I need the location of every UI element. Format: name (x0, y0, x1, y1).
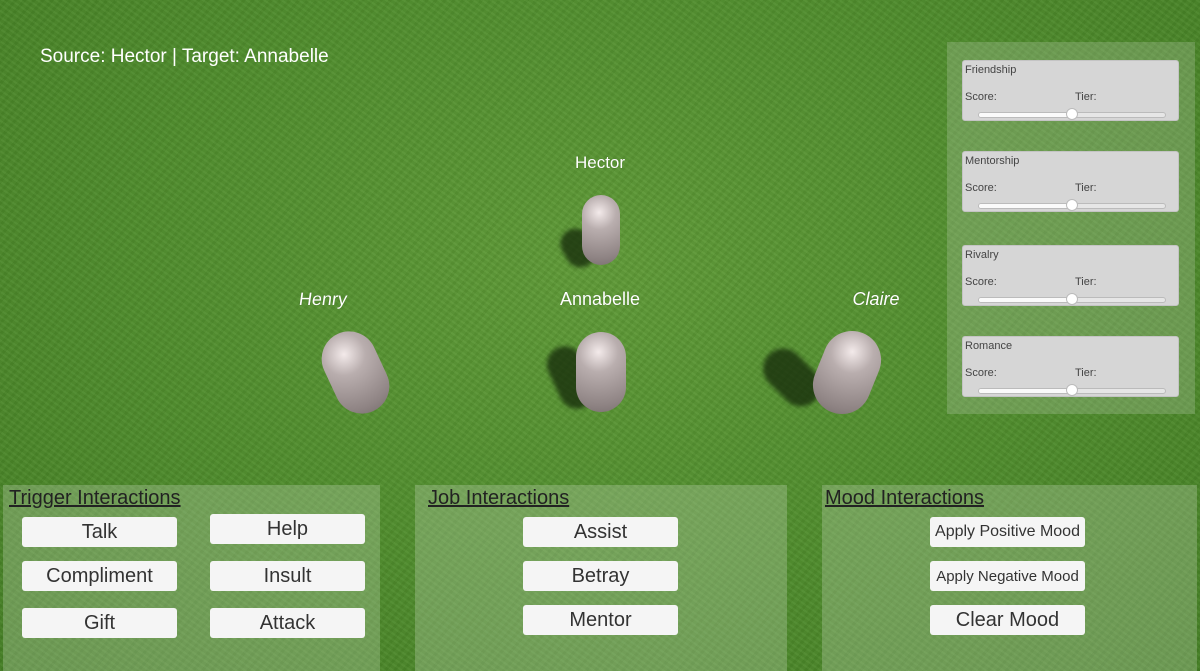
compliment-button[interactable]: Compliment (22, 561, 177, 591)
rivalry-slider[interactable] (978, 293, 1166, 305)
tier-label: Tier: (1075, 91, 1097, 103)
attack-button[interactable]: Attack (210, 608, 365, 638)
tier-label: Tier: (1075, 367, 1097, 379)
panel-title: Mood Interactions (825, 487, 984, 509)
relationship-card-romance: Romance Score: Tier: (962, 336, 1179, 397)
apply-negative-mood-button[interactable]: Apply Negative Mood (930, 561, 1085, 591)
relationship-card-friendship: Friendship Score: Tier: (962, 60, 1179, 121)
gift-button[interactable]: Gift (22, 608, 177, 638)
panel-title: Trigger Interactions (9, 487, 181, 509)
clear-mood-button[interactable]: Clear Mood (930, 605, 1085, 635)
panel-title: Job Interactions (428, 487, 570, 509)
mentorship-slider[interactable] (978, 199, 1166, 211)
tier-label: Tier: (1075, 276, 1097, 288)
card-title: Friendship (965, 64, 1017, 76)
character-name-henry: Henry (297, 289, 349, 309)
score-label: Score: (965, 91, 997, 103)
trigger-interactions-panel: Trigger Interactions Talk Help Complimen… (3, 485, 380, 671)
slider-handle[interactable] (1066, 384, 1078, 396)
slider-handle[interactable] (1066, 293, 1078, 305)
mentor-button[interactable]: Mentor (523, 605, 678, 635)
character-hector[interactable] (582, 195, 620, 265)
score-label: Score: (965, 367, 997, 379)
slider-handle[interactable] (1066, 108, 1078, 120)
romance-slider[interactable] (978, 384, 1166, 396)
slider-handle[interactable] (1066, 199, 1078, 211)
help-button[interactable]: Help (210, 514, 365, 544)
card-title: Romance (965, 340, 1013, 352)
relationship-panel: Friendship Score: Tier: Mentorship Score… (947, 42, 1195, 414)
talk-button[interactable]: Talk (22, 517, 177, 547)
card-title: Mentorship (965, 155, 1020, 167)
assist-button[interactable]: Assist (523, 517, 678, 547)
tier-label: Tier: (1075, 182, 1097, 194)
character-name-claire: Claire (852, 289, 900, 309)
friendship-slider[interactable] (978, 108, 1166, 120)
relationship-card-mentorship: Mentorship Score: Tier: (962, 151, 1179, 212)
mood-interactions-panel: Mood Interactions Apply Positive Mood Ap… (822, 485, 1197, 671)
betray-button[interactable]: Betray (523, 561, 678, 591)
source-target-label: Source: Hector | Target: Annabelle (40, 46, 329, 67)
score-label: Score: (965, 182, 997, 194)
character-annabelle[interactable] (576, 332, 626, 412)
character-name-annabelle: Annabelle (559, 289, 641, 309)
character-name-hector: Hector (574, 153, 626, 172)
card-title: Rivalry (965, 249, 999, 261)
apply-positive-mood-button[interactable]: Apply Positive Mood (930, 517, 1085, 547)
score-label: Score: (965, 276, 997, 288)
job-interactions-panel: Job Interactions Assist Betray Mentor (415, 485, 787, 671)
relationship-card-rivalry: Rivalry Score: Tier: (962, 245, 1179, 306)
insult-button[interactable]: Insult (210, 561, 365, 591)
